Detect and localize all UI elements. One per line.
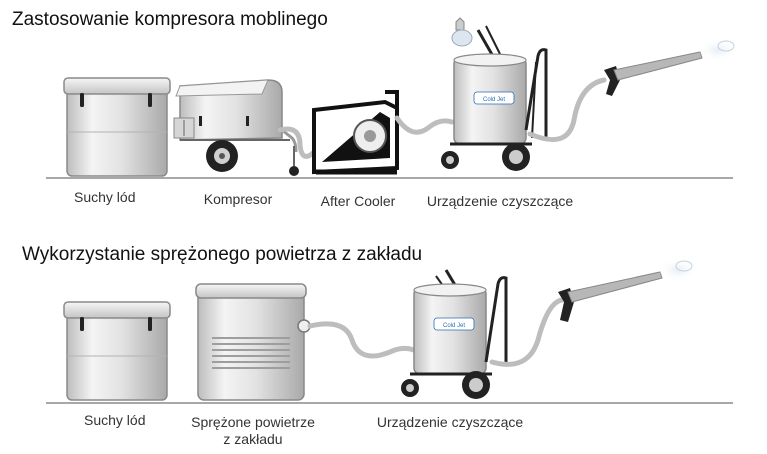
- hose-unit-gun: [527, 77, 607, 143]
- label-dry-ice: Suchy lód: [84, 412, 146, 428]
- brand-logo-cold-jet: Cold Jet: [443, 323, 465, 329]
- brand-logo-cold-jet: Cold Jet: [483, 97, 505, 103]
- hose-aftercooler-unit: [394, 115, 455, 135]
- label-plant-air-line2: z zakładu: [223, 431, 283, 447]
- compressor-icon: [173, 79, 299, 176]
- section-title-mobile-compressor: Zastosowanie kompresora moblinego: [12, 9, 328, 30]
- section-title-plant-air: Wykorzystanie sprężonego powietrza z zak…: [22, 244, 423, 265]
- cleaning-unit-icon: Cold Jet: [441, 17, 548, 171]
- blasting-gun-icon: [604, 38, 738, 96]
- hose-plant-unit: [307, 321, 417, 359]
- label-compressor: Kompresor: [203, 191, 273, 207]
- after-cooler-icon: [312, 90, 399, 175]
- plant-air-unit-icon: [195, 283, 311, 401]
- label-dry-ice: Suchy lód: [74, 189, 136, 205]
- label-after-cooler: After Cooler: [320, 193, 396, 209]
- label-cleaning-unit: Urządzenie czyszczące: [376, 414, 524, 430]
- label-cleaning-unit: Urządzenie czyszczące: [426, 193, 574, 209]
- label-plant-air-line1: Sprężone powietrze: [191, 414, 315, 430]
- dry-ice-container-icon: [63, 301, 171, 401]
- blasting-gun-icon: [558, 258, 698, 322]
- dry-ice-container-icon: [63, 77, 171, 177]
- hose-compressor-aftercooler: [277, 126, 319, 159]
- cleaning-unit-icon: Cold Jet: [401, 269, 508, 399]
- hose-unit-gun: [489, 297, 565, 367]
